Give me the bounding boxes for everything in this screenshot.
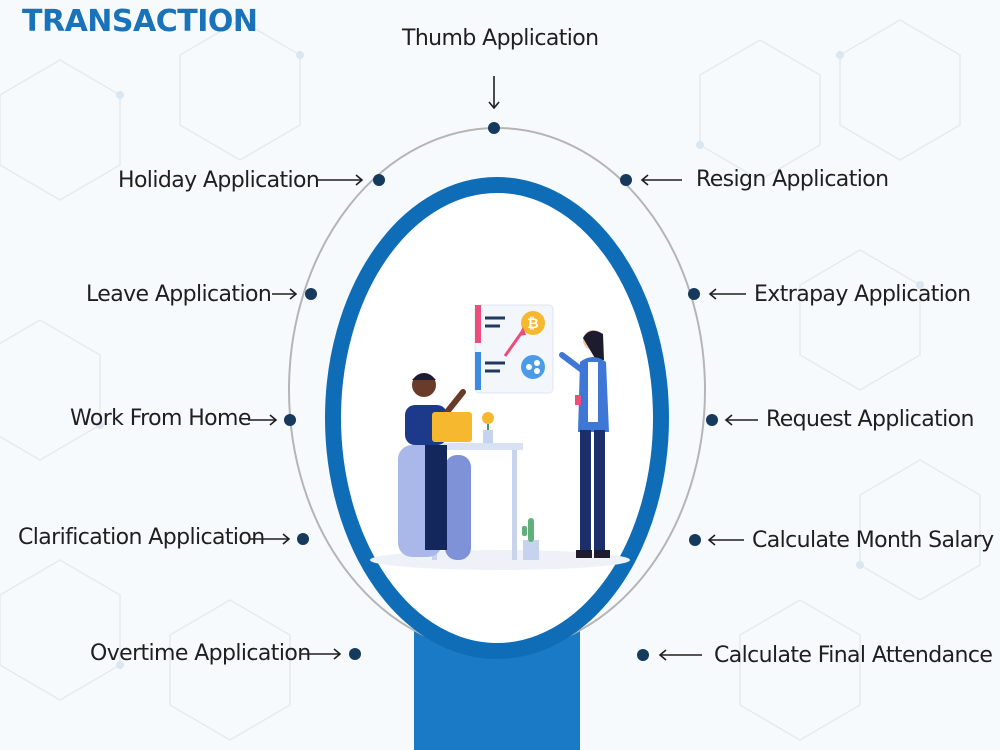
dot-final-attendance [637,649,649,661]
label-extrapay-application: Extrapay Application [754,282,971,307]
ripple-coin-icon [521,355,545,379]
blue-ring [325,177,669,659]
label-thumb-application: Thumb Application [402,26,599,51]
label-holiday-application: Holiday Application [118,168,320,193]
dot-month-salary [689,534,701,546]
dot-extrapay [688,288,700,300]
label-calculate-month-salary: Calculate Month Salary [752,528,994,553]
label-resign-application: Resign Application [696,167,889,192]
label-clarification-application: Clarification Application [18,525,265,550]
cactus-pot-icon [522,518,539,560]
label-calculate-final-attendance: Calculate Final Attendance [714,643,993,668]
dot-thumb [488,122,500,134]
label-request-application: Request Application [766,407,974,432]
dot-clarification [297,533,309,545]
label-leave-application: Leave Application [86,282,272,307]
dot-resign [620,174,632,186]
label-overtime-application: Overtime Application [90,641,311,666]
dot-wfh [284,414,296,426]
dot-overtime [349,648,361,660]
page-title: TRANSACTION [22,4,258,39]
dot-leave [305,288,317,300]
label-work-from-home: Work From Home [70,406,251,431]
dot-holiday [373,174,385,186]
flower-pot-icon [482,412,494,443]
bitcoin-coin-icon [521,311,545,335]
svg-text:₿: ₿ [527,316,538,332]
office-scene: ₿ [370,304,630,570]
dot-request [706,414,718,426]
trend-arrow-icon [503,331,524,357]
